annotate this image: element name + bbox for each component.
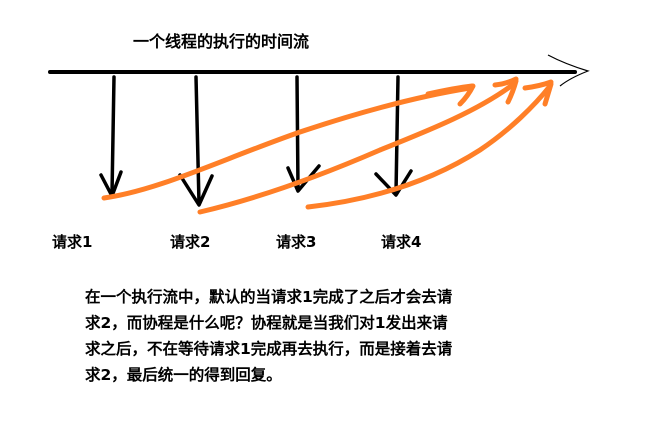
request-label-4: 请求4 bbox=[381, 233, 422, 251]
explanation-line-1: 在一个执行流中，默认的当请求1完成了之后才会去请 bbox=[85, 288, 453, 306]
request-arrow-2 bbox=[178, 75, 214, 207]
request-label-1: 请求1 bbox=[52, 233, 93, 251]
response-arrow-2 bbox=[197, 76, 519, 215]
response-arrow-3 bbox=[305, 79, 554, 210]
request-arrow-1 bbox=[99, 75, 123, 198]
request-label-2: 请求2 bbox=[170, 233, 211, 251]
timeline-arrowhead bbox=[547, 54, 590, 87]
explanation-line-3: 求之后，不在等待请求1完成再去执行，而是接着去请 bbox=[85, 340, 453, 358]
response-arrow-1 bbox=[101, 83, 476, 201]
explanation-line-4: 求2，最后统一的得到回复。 bbox=[85, 366, 282, 384]
request-arrow-4 bbox=[374, 75, 413, 197]
explanation-text: 在一个执行流中，默认的当请求1完成了之后才会去请 求2，而协程是什么呢？协程就是… bbox=[85, 284, 505, 388]
explanation-line-2: 求2，而协程是什么呢？协程就是当我们对1发出来请 bbox=[85, 314, 448, 332]
diagram-title: 一个线程的执行的时间流 bbox=[133, 32, 310, 51]
request-label-3: 请求3 bbox=[276, 233, 317, 251]
